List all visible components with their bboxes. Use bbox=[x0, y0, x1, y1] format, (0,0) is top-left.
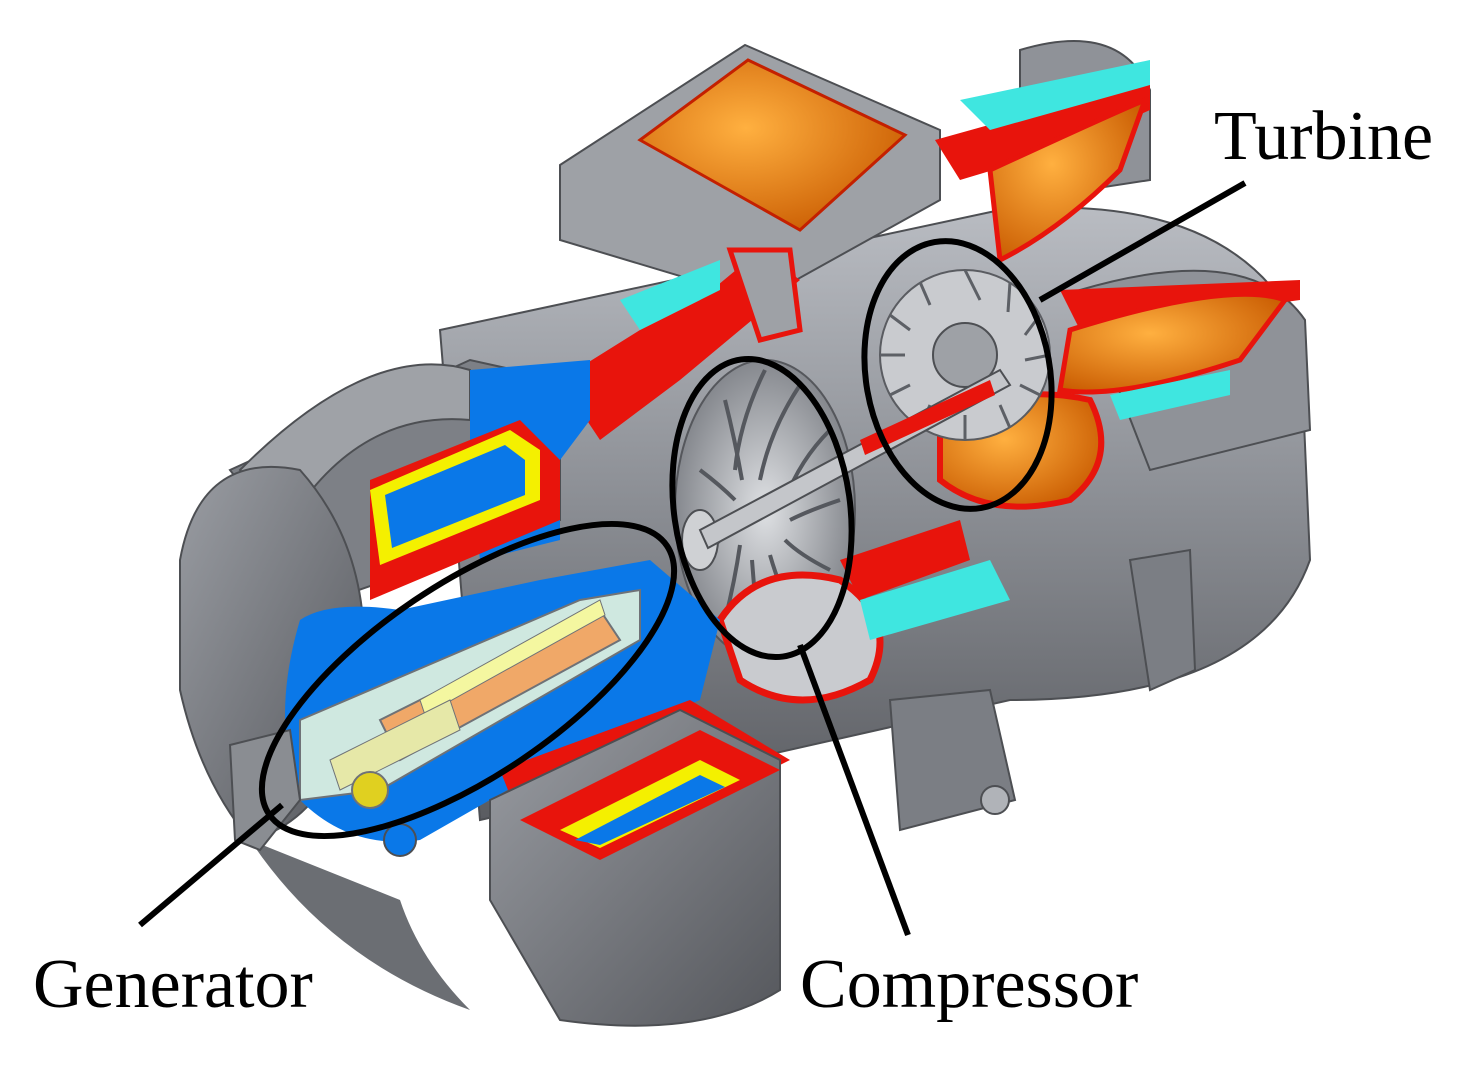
turbine-highlight-ellipse bbox=[861, 238, 1055, 512]
generator-section bbox=[179, 358, 790, 1027]
turbine-label: Turbine bbox=[1214, 98, 1434, 175]
turbine-section-cut bbox=[879, 60, 1300, 510]
generator-leader-line bbox=[138, 802, 284, 928]
compressor-highlight-ellipse bbox=[669, 355, 855, 661]
annotation-overlays bbox=[138, 180, 1247, 937]
compressor-leader-line bbox=[797, 643, 911, 937]
generator-label: Generator bbox=[33, 946, 313, 1023]
turbine-leader-line bbox=[1038, 180, 1247, 303]
compressor-label: Compressor bbox=[800, 946, 1139, 1023]
